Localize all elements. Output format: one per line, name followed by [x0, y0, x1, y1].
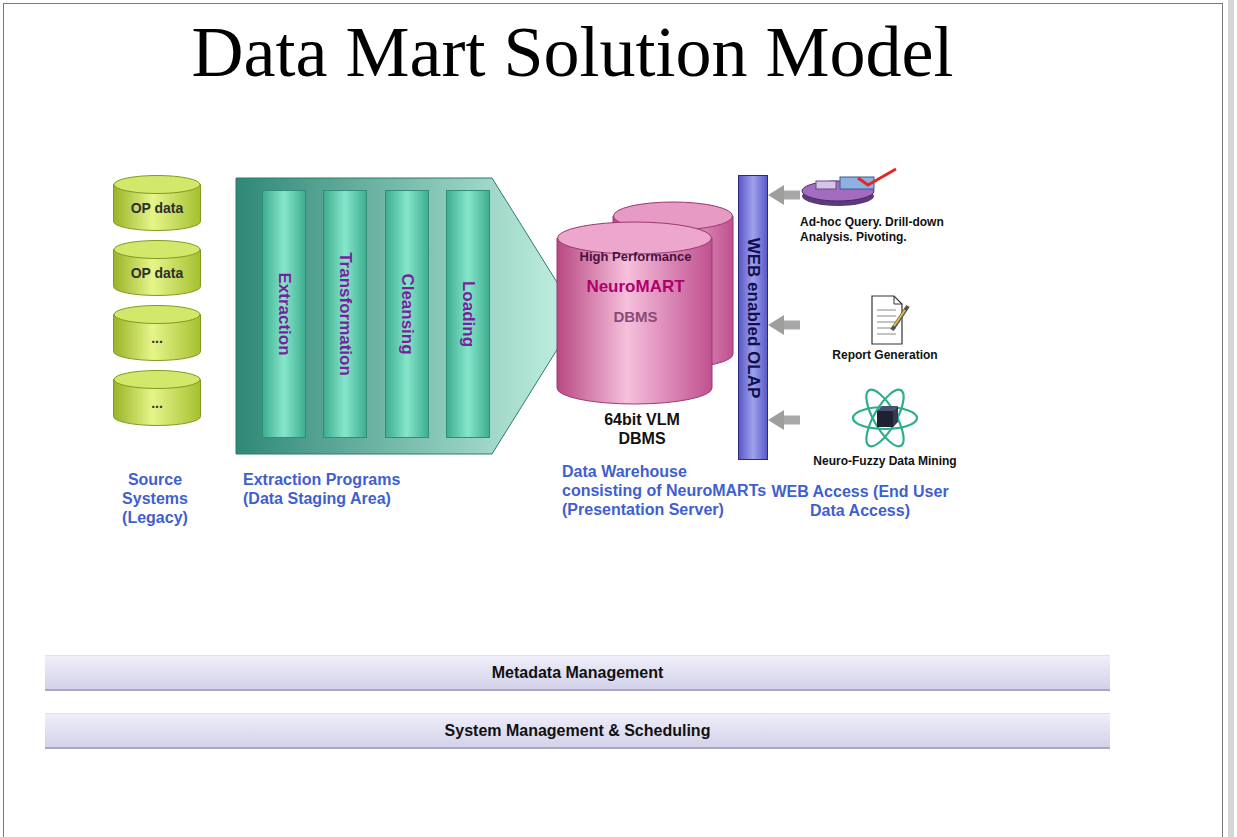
- diagram-title: Data Mart Solution Model: [100, 16, 1045, 88]
- node-text: OP data: [131, 200, 184, 216]
- management-band: System Management & Scheduling: [45, 713, 1110, 749]
- caption-label: WEB Access (End User Data Access): [770, 482, 950, 520]
- node-text: ...: [151, 330, 163, 346]
- page-shadow: [1228, 0, 1234, 837]
- etl-stage-bar: Transformation: [323, 190, 367, 438]
- database-cylinder: ...: [113, 305, 201, 361]
- olap-band: WEB enabled OLAP: [738, 175, 768, 460]
- node-text: Loading: [458, 281, 478, 347]
- text-holder: High PerformanceNeuroMARTDBMS: [558, 242, 713, 332]
- shape-outline: [556, 198, 736, 408]
- icon-illustration: [800, 382, 970, 454]
- node-text: Report Generation: [800, 348, 970, 363]
- datamart-cylinder: High PerformanceNeuroMARTDBMS: [556, 198, 736, 408]
- database-cylinder: OP data: [113, 240, 201, 296]
- database-cylinder: ...: [113, 370, 201, 426]
- caption-label: 64bit VLM DBMS: [592, 410, 692, 448]
- node-text: WEB enabled OLAP: [743, 237, 763, 398]
- icon-illustration: [800, 292, 970, 348]
- tool-icon-node: Neuro-Fuzzy Data Mining: [800, 382, 970, 474]
- text-holder: OP data: [113, 184, 201, 231]
- node-text: DBMS: [613, 302, 657, 332]
- text-holder: Extraction: [263, 191, 305, 437]
- text-holder: Report Generation: [800, 348, 970, 363]
- text-holder: Cleansing: [386, 191, 428, 437]
- node-text: NeuroMART: [586, 272, 684, 302]
- caption-label: Source Systems (Legacy): [100, 470, 210, 527]
- text-holder: OP data: [113, 249, 201, 296]
- tool-icon-node: Report Generation: [800, 292, 970, 372]
- text-holder: Loading: [447, 191, 489, 437]
- node-text: OP data: [131, 265, 184, 281]
- page-frame: [4, 4, 1223, 837]
- etl-stage-bar: Cleansing: [385, 190, 429, 438]
- text-holder: Neuro-Fuzzy Data Mining: [800, 454, 970, 469]
- staging-arrow: [236, 178, 578, 454]
- node-text: Neuro-Fuzzy Data Mining: [800, 454, 970, 469]
- node-text: Cleansing: [397, 273, 417, 354]
- tool-icon-node: Ad-hoc Query. Drill-down Analysis. Pivot…: [800, 165, 950, 275]
- node-text: Metadata Management: [492, 664, 664, 682]
- text-holder: Metadata Management: [45, 656, 1110, 689]
- node-text: System Management & Scheduling: [445, 722, 711, 740]
- icon-illustration: [800, 165, 950, 215]
- etl-stage-bar: Extraction: [262, 190, 306, 438]
- etl-stage-bar: Loading: [446, 190, 490, 438]
- text-holder: ...: [113, 314, 201, 361]
- text-holder: Transformation: [324, 191, 366, 437]
- text-holder: System Management & Scheduling: [45, 714, 1110, 747]
- caption-label: Data Warehouse consisting of NeuroMARTs …: [562, 462, 767, 519]
- database-cylinder: OP data: [113, 175, 201, 231]
- node-text: Ad-hoc Query. Drill-down Analysis. Pivot…: [800, 215, 950, 245]
- flow-arrow: [780, 416, 800, 425]
- node-text: Transformation: [335, 252, 355, 376]
- node-text: Extraction: [274, 272, 294, 355]
- text-holder: Ad-hoc Query. Drill-down Analysis. Pivot…: [800, 215, 950, 245]
- node-text: ...: [151, 395, 163, 411]
- caption-label: Extraction Programs (Data Staging Area): [243, 470, 438, 508]
- text-holder: ...: [113, 379, 201, 426]
- text-holder: WEB enabled OLAP: [739, 176, 767, 459]
- node-text: High Performance: [580, 242, 692, 272]
- flow-arrow: [780, 191, 800, 200]
- management-band: Metadata Management: [45, 655, 1110, 691]
- flow-arrow: [780, 321, 800, 330]
